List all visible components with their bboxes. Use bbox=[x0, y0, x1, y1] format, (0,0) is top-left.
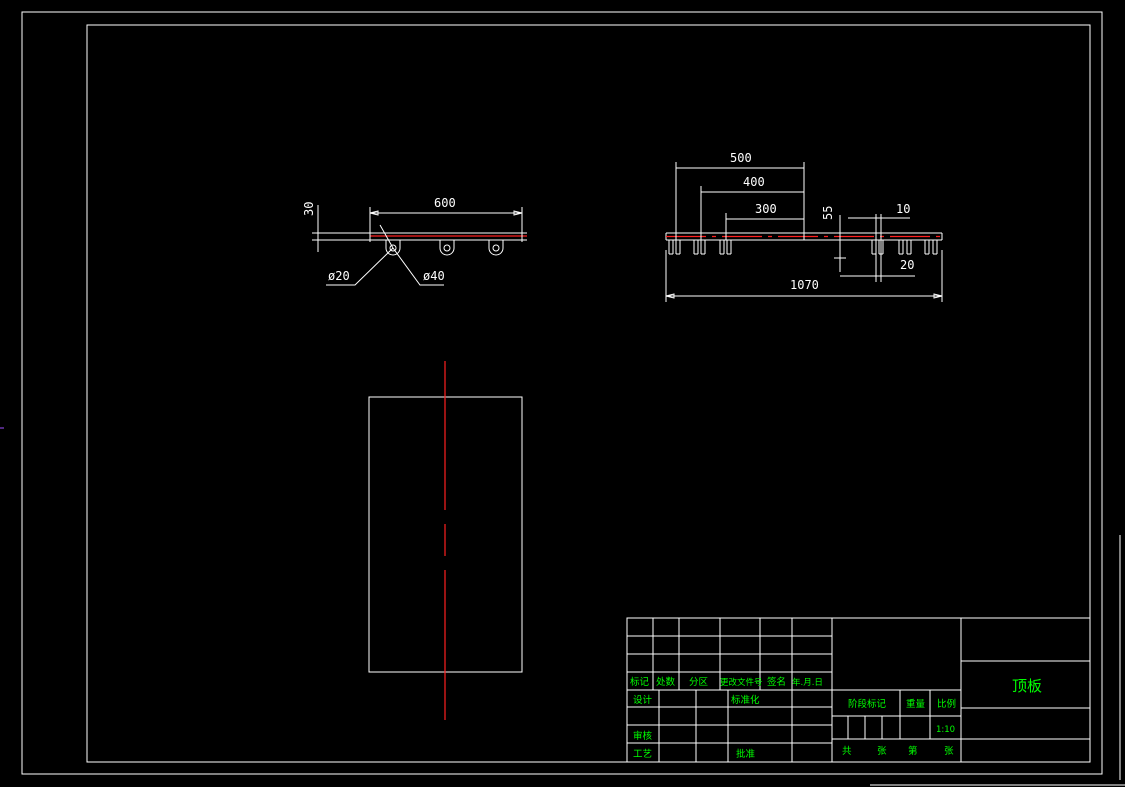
label-stage-mark: 阶段标记 bbox=[848, 698, 887, 710]
rev-header-count: 处数 bbox=[656, 676, 676, 688]
dim-30: 30 bbox=[302, 202, 316, 216]
label-process: 工艺 bbox=[633, 749, 652, 760]
title-block bbox=[626, 617, 1091, 763]
dim-1070: 1070 bbox=[790, 278, 819, 292]
dim-hole-20: ø20 bbox=[328, 269, 350, 283]
label-sheets-unit-1: 张 bbox=[877, 746, 887, 757]
dim-55: 55 bbox=[821, 206, 835, 220]
dim-20: 20 bbox=[900, 258, 914, 272]
dim-600: 600 bbox=[434, 196, 456, 210]
label-design: 设计 bbox=[633, 694, 653, 706]
inner-frame-border bbox=[86, 24, 1091, 763]
right-front-view bbox=[665, 162, 943, 302]
label-review: 审核 bbox=[633, 730, 653, 742]
rev-header-zone: 分区 bbox=[689, 677, 709, 688]
rev-header-change-doc: 更改文件号 bbox=[720, 677, 763, 688]
label-weight: 重量 bbox=[906, 698, 926, 710]
label-scale: 比例 bbox=[937, 698, 956, 710]
dim-300: 300 bbox=[755, 202, 777, 216]
rev-header-mark: 标记 bbox=[630, 676, 650, 688]
rev-header-signature: 签名 bbox=[767, 676, 786, 688]
drawing-title: 顶板 bbox=[1012, 677, 1042, 695]
left-side-view bbox=[312, 205, 527, 286]
dim-10: 10 bbox=[896, 202, 910, 216]
outer-sheet-border bbox=[21, 11, 1103, 775]
dim-400: 400 bbox=[743, 175, 765, 189]
label-sheets-unit-2: 张 bbox=[944, 746, 954, 757]
label-approve: 批准 bbox=[736, 748, 756, 760]
label-total-sheets: 共 bbox=[842, 746, 852, 757]
scale-value: 1:10 bbox=[936, 725, 955, 735]
top-plan-view bbox=[368, 361, 523, 720]
dim-500: 500 bbox=[730, 151, 752, 165]
label-standardization: 标准化 bbox=[731, 694, 760, 706]
rev-header-date: 年.月.日 bbox=[792, 677, 823, 688]
label-sheet-no: 第 bbox=[908, 745, 918, 757]
dim-hole-40: ø40 bbox=[423, 269, 445, 283]
